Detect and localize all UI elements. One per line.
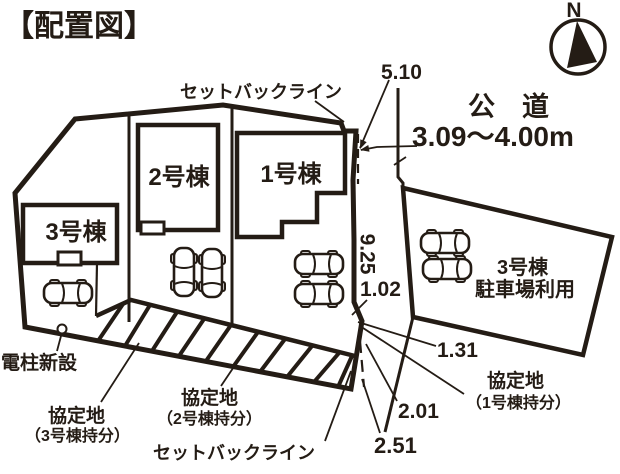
page-title: 【配置図】 (4, 10, 154, 43)
building-1-label: 1号棟 (260, 161, 322, 188)
agreement-3-label-line2: （3号棟持分） (25, 426, 130, 445)
strip-hatching (96, 302, 354, 388)
strip-top-edge (95, 297, 356, 359)
car-icon (169, 246, 199, 298)
building-2-label: 2号棟 (148, 164, 210, 191)
parcel-dividers (94, 107, 234, 326)
parking-label-line2: 駐車場利用 (475, 277, 575, 301)
dim-9-25: 9.25 (356, 234, 379, 275)
compass-needle-icon (567, 21, 597, 68)
car-icon (421, 254, 473, 284)
parking-label-line1: 3号棟 (497, 255, 549, 279)
road-right-edge-lower (383, 316, 415, 433)
arrowhead (360, 145, 370, 152)
dashed-setback-line-bottom (358, 340, 366, 388)
dim-2-01: 2.01 (398, 400, 439, 423)
dim-2-51: 2.51 (374, 433, 417, 458)
car-icon (419, 228, 471, 258)
utility-pole-icon (56, 323, 68, 335)
compass-circle (549, 18, 607, 76)
agreement-3-label-line1: 協定地 (48, 404, 105, 427)
setback-line-top-label: セットバックライン (180, 82, 342, 102)
road-width-label: 3.09～4.00m (412, 121, 574, 152)
building-2-outline (135, 122, 221, 233)
road-name-label: 公 道 (468, 91, 549, 122)
agreement-1-label-line1: 協定地 (487, 369, 544, 392)
compass-n-label: N (566, 0, 581, 22)
annotations: 【配置図】 セットバックライン 5.10 公 道 3.09～4.00m 9.25… (1, 10, 574, 463)
arrowhead (360, 139, 367, 149)
agreement-2-label-line1: 協定地 (181, 386, 238, 409)
car-icon (197, 247, 227, 299)
car-icon (42, 278, 94, 308)
utility-pole-label: 電柱新設 (1, 351, 78, 374)
road-right-edge-upper (396, 88, 405, 190)
divider-parcel-3-strip (94, 262, 99, 317)
building-3-label: 3号棟 (45, 219, 107, 246)
car-icon (293, 279, 345, 309)
leader-lines (56, 79, 465, 442)
setback-line-bottom-label: セットバックライン (153, 443, 315, 463)
building-1-outline (234, 130, 348, 240)
agreement-2-label-line2: （2号棟持分） (157, 409, 262, 428)
building-2-porch (139, 220, 166, 236)
car-icon (293, 249, 345, 279)
agreement-land-strip (95, 297, 356, 388)
buildings: 1号棟 2号棟 3号棟 (20, 122, 348, 267)
north-compass: N (549, 0, 607, 76)
dim-1-31: 1.31 (437, 339, 478, 362)
dim-1-02: 1.02 (360, 278, 401, 301)
agreement-1-label-line2: （1号棟持分） (466, 393, 571, 412)
building-3-porch (56, 250, 83, 267)
dim-5-10: 5.10 (381, 61, 422, 84)
